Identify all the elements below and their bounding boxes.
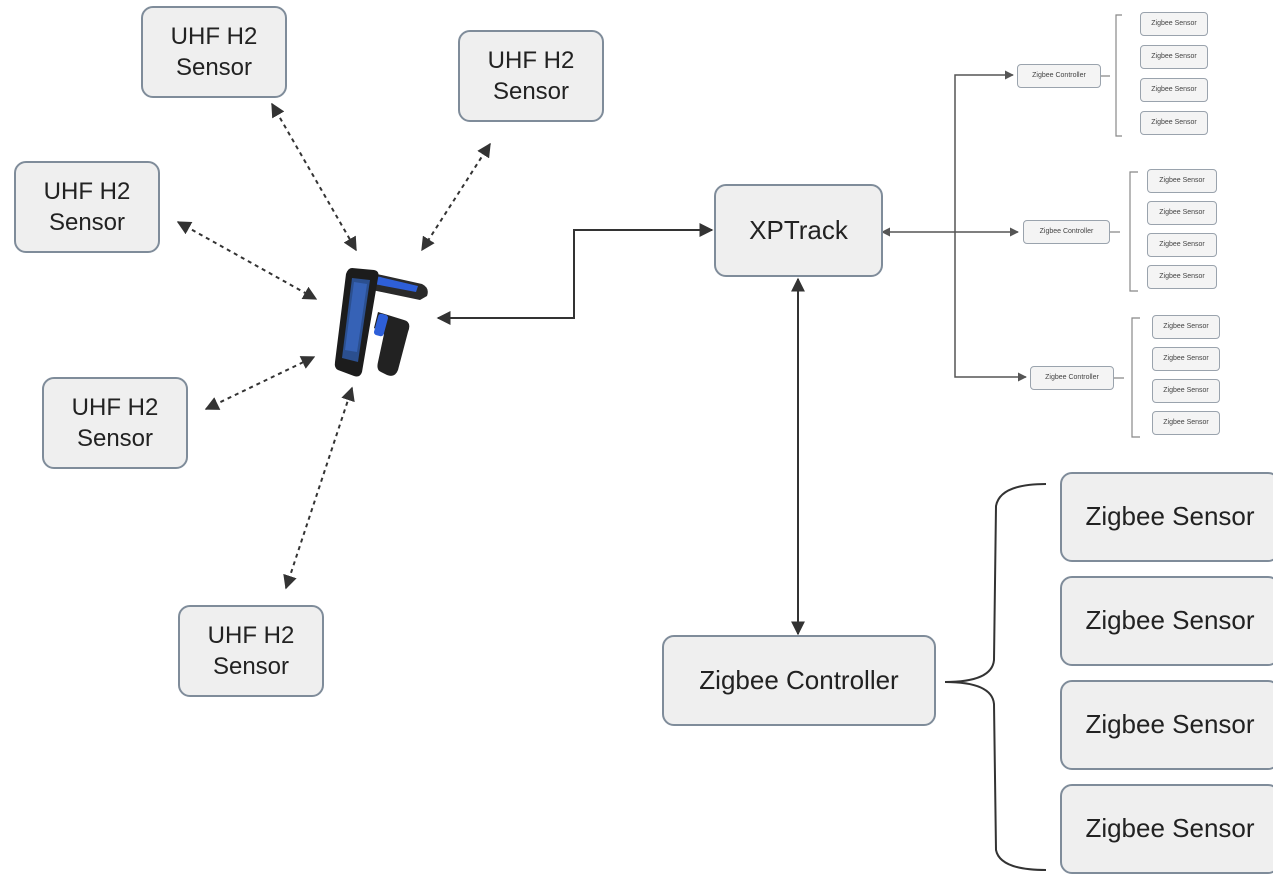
small-zigbee-sensor: Zigbee Sensor	[1152, 379, 1220, 403]
main-zigbee-sensor-4: Zigbee Sensor	[1060, 784, 1273, 874]
main-sensor-brace	[944, 483, 1047, 871]
small-zigbee-controller-2: Zigbee Controller	[1023, 220, 1110, 244]
reader-hub-link	[436, 223, 714, 325]
small-zigbee-sensor: Zigbee Sensor	[1152, 347, 1220, 371]
uhf-sensor-4: UHF H2 Sensor	[42, 377, 188, 469]
uhf-link-3	[176, 221, 318, 300]
xptrack-hub: XPTrack	[714, 184, 883, 277]
uhf-links	[176, 102, 491, 590]
small-zigbee-sensor: Zigbee Sensor	[1147, 233, 1217, 257]
uhf-link-2	[421, 142, 491, 252]
main-zigbee-controller: Zigbee Controller	[662, 635, 936, 726]
cluster-brackets	[1100, 14, 1140, 438]
hub-cluster-links	[881, 70, 1027, 382]
small-zigbee-sensor: Zigbee Sensor	[1147, 169, 1217, 193]
uhf-sensor-1: UHF H2 Sensor	[141, 6, 287, 98]
handheld-rfid-reader-icon	[334, 268, 428, 377]
small-zigbee-sensor: Zigbee Sensor	[1140, 111, 1208, 135]
small-zigbee-sensor: Zigbee Sensor	[1140, 12, 1208, 36]
uhf-sensor-5: UHF H2 Sensor	[178, 605, 324, 697]
small-zigbee-controller-1: Zigbee Controller	[1017, 64, 1101, 88]
small-zigbee-sensor: Zigbee Sensor	[1140, 45, 1208, 69]
uhf-link-5	[283, 386, 355, 590]
small-zigbee-sensor: Zigbee Sensor	[1147, 265, 1217, 289]
uhf-sensor-2: UHF H2 Sensor	[458, 30, 604, 122]
main-zigbee-sensor-2: Zigbee Sensor	[1060, 576, 1273, 666]
main-zigbee-sensor-1: Zigbee Sensor	[1060, 472, 1273, 562]
small-zigbee-controller-3: Zigbee Controller	[1030, 366, 1114, 390]
uhf-link-1	[271, 102, 357, 252]
main-zigbee-sensor-3: Zigbee Sensor	[1060, 680, 1273, 770]
small-zigbee-sensor: Zigbee Sensor	[1140, 78, 1208, 102]
small-zigbee-sensor: Zigbee Sensor	[1152, 411, 1220, 435]
small-zigbee-sensor: Zigbee Sensor	[1147, 201, 1217, 225]
small-zigbee-sensor: Zigbee Sensor	[1152, 315, 1220, 339]
uhf-sensor-3: UHF H2 Sensor	[14, 161, 160, 253]
uhf-link-4	[204, 356, 316, 410]
